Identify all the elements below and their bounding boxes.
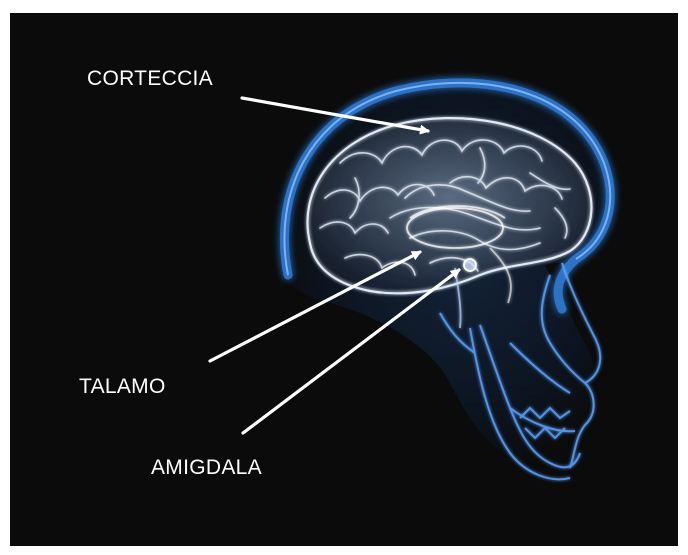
label-thalamus: TALAMO [79,375,166,399]
brain-xray-figure: CORTECCIA TALAMO AMIGDALA [10,13,678,546]
brain-skull-illustration [10,13,678,546]
label-cortex: CORTECCIA [87,67,213,91]
label-amygdala: AMIGDALA [151,456,262,480]
